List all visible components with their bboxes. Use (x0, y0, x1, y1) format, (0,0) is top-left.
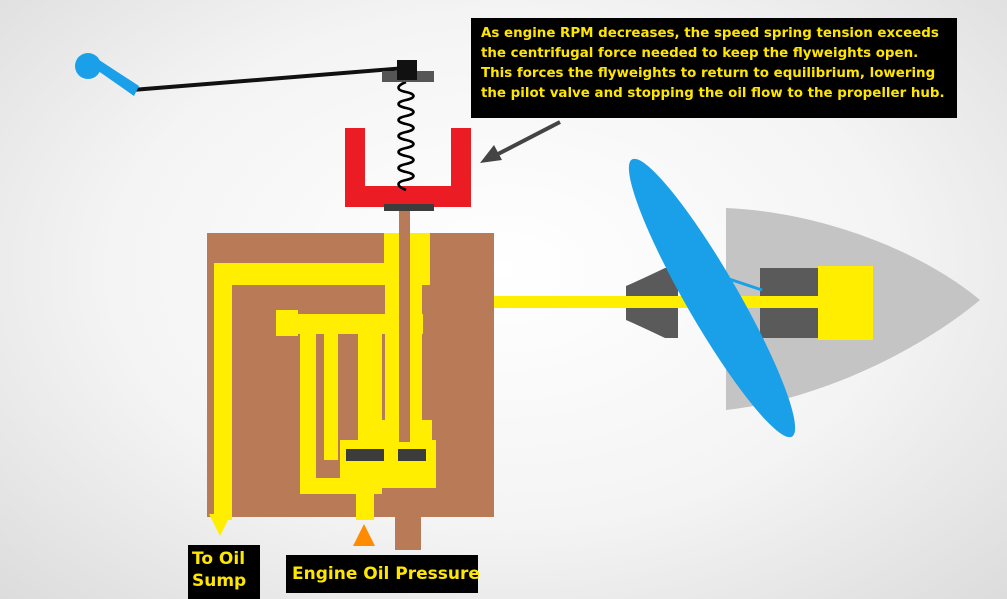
speeder-spring (397, 80, 415, 192)
spring-cap (397, 60, 417, 80)
callout-pointer (497, 120, 561, 156)
pilot-valve-stem (399, 210, 410, 442)
control-lever-knob (75, 53, 101, 79)
spring-seat (384, 204, 434, 211)
oil-pressure-arrow (353, 524, 375, 546)
to-oil-sump-label: To Oil Sump (188, 545, 260, 599)
engine-oil-pressure-label: Engine Oil Pressure (286, 555, 480, 593)
callout-pointer-head (480, 145, 502, 163)
explanation-callout: As engine RPM decreases, the speed sprin… (471, 18, 957, 118)
explanation-text: As engine RPM decreases, the speed sprin… (481, 26, 945, 101)
to-sump-arrow (209, 514, 231, 536)
propeller-blade (628, 158, 796, 438)
pilot-valve-land (398, 449, 426, 461)
hub-oil-chamber (818, 266, 873, 340)
pilot-valve-land (346, 449, 384, 461)
drive-shaft (395, 517, 421, 550)
speed-control-rod (131, 66, 407, 92)
oil-passages (214, 233, 436, 520)
flyweights (345, 128, 471, 207)
blade-link (719, 274, 763, 292)
